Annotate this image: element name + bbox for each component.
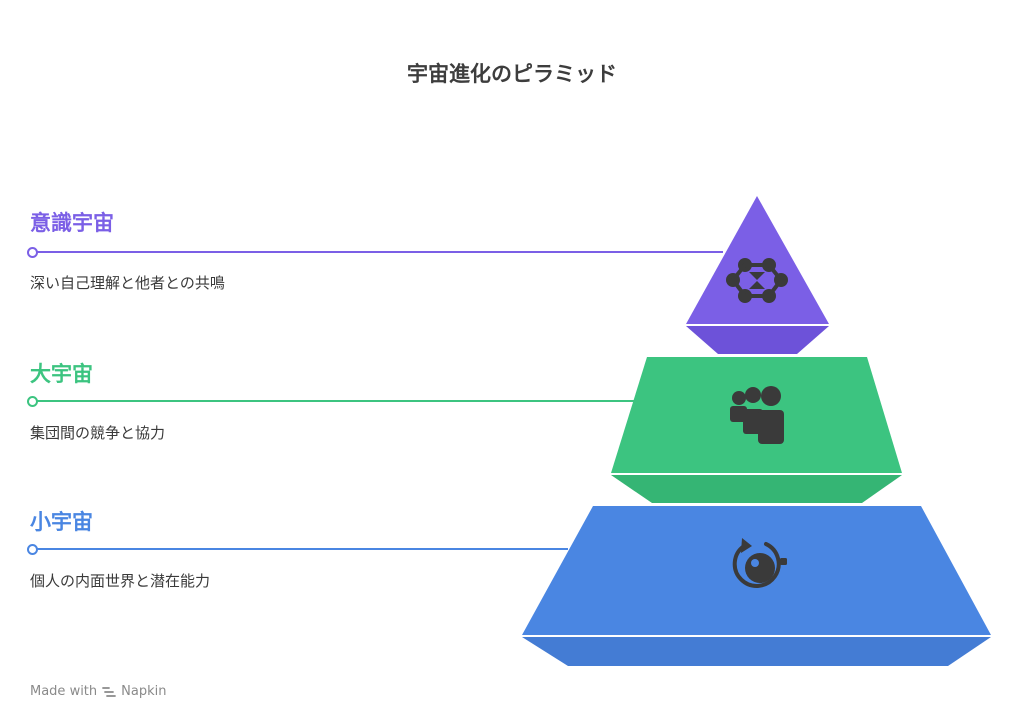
connector-line-macro-universe <box>27 395 645 407</box>
napkin-logo-icon <box>102 686 117 697</box>
pyramid-tier-bottom <box>522 506 991 666</box>
pyramid-tier-middle <box>611 357 902 503</box>
made-with-text: Made with <box>30 684 98 699</box>
napkin-brand-text: Napkin <box>121 684 167 699</box>
level-description-micro-universe: 個人の内面世界と潜在能力 <box>30 572 211 590</box>
circular-arrow-sphere-icon <box>732 538 787 588</box>
level-label-consciousness-universe: 意識宇宙 <box>30 211 114 235</box>
footer-attribution: Made with Napkin <box>30 684 166 699</box>
level-description-consciousness-universe: 深い自己理解と他者との共鳴 <box>30 274 225 292</box>
pyramid-tier-top <box>686 196 829 354</box>
level-label-macro-universe: 大宇宙 <box>30 362 93 386</box>
level-label-micro-universe: 小宇宙 <box>30 510 93 534</box>
connector-dot <box>27 395 38 407</box>
connector-dot <box>27 543 38 555</box>
level-description-macro-universe: 集団間の競争と協力 <box>30 424 166 442</box>
group-of-people-icon <box>730 386 784 444</box>
diagram-title: 宇宙進化のピラミッド <box>407 62 617 86</box>
connector-line-micro-universe <box>27 543 568 555</box>
network-nodes-icon <box>726 258 788 303</box>
connector-line-consciousness-universe <box>27 246 723 258</box>
connector-dot <box>27 246 38 258</box>
